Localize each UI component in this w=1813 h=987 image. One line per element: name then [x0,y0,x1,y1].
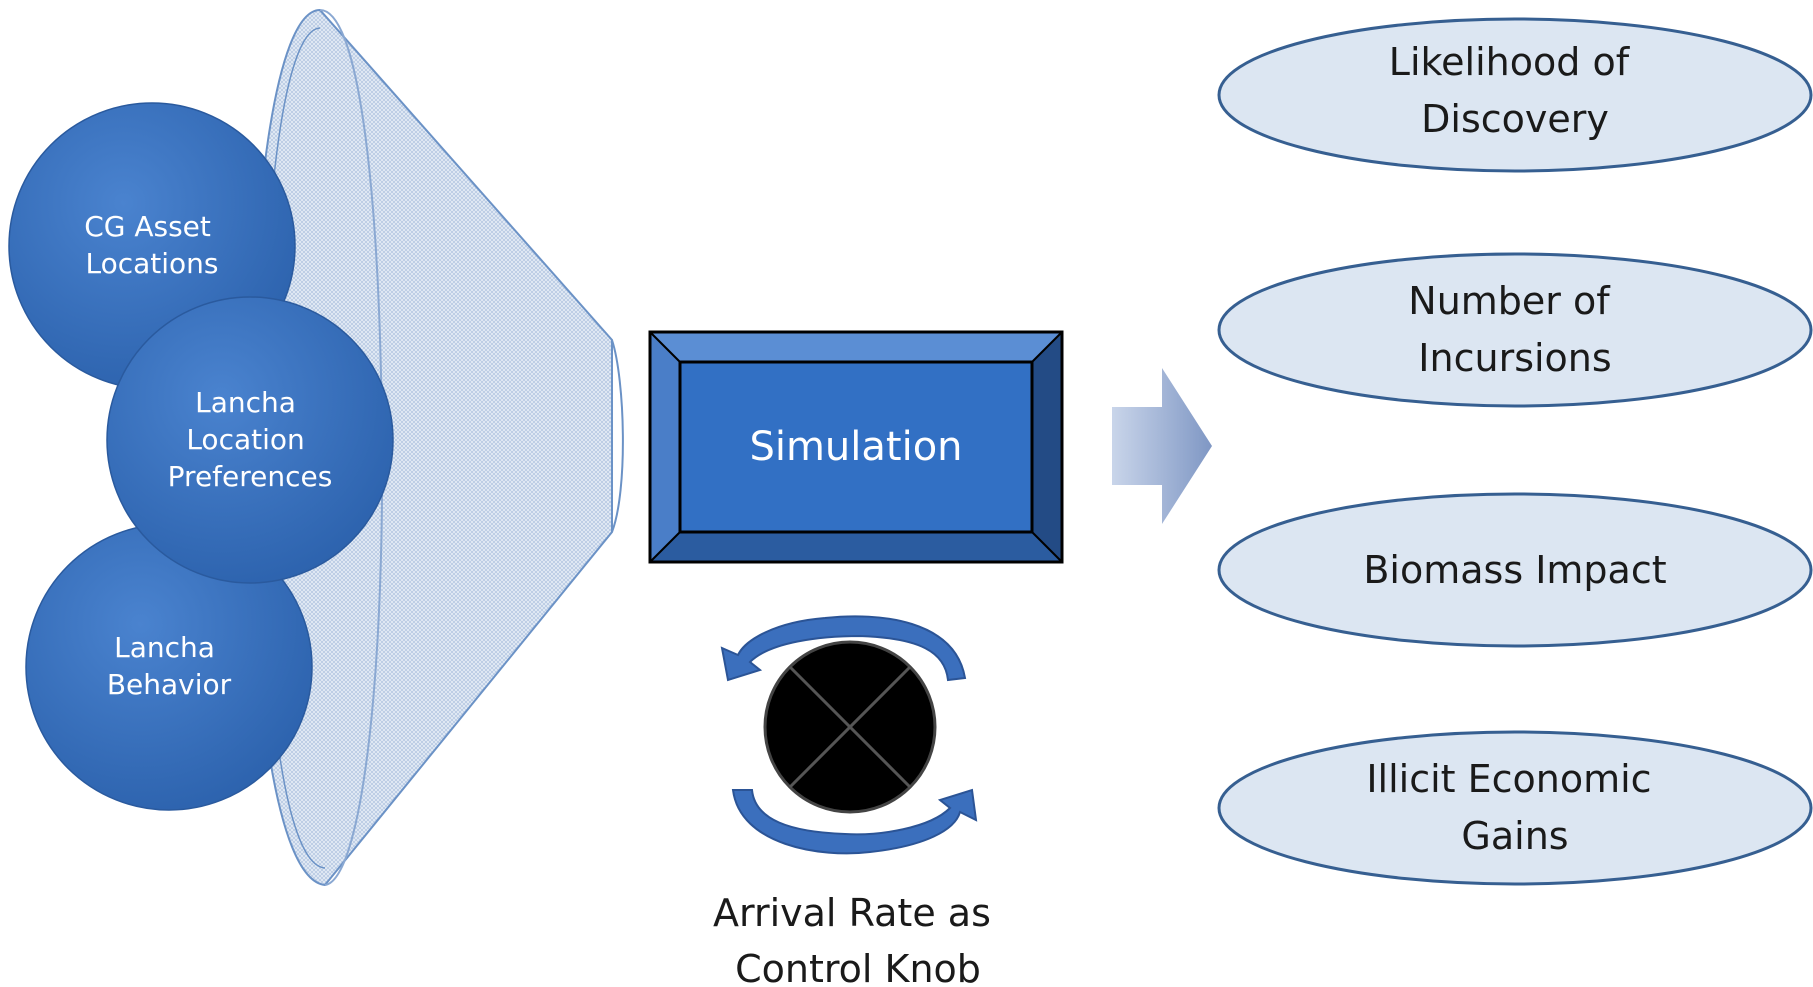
right-arrow-icon [1112,368,1212,524]
output-oval-illicit-economic-gains-label: Illicit Economic Gains [1366,757,1663,858]
input-circle-cg-asset-locations-label: CG Asset Locations [84,210,220,280]
simulation-box: Simulation [648,330,1064,564]
output-oval-likelihood-of-discovery: Likelihood of Discovery [1217,17,1813,173]
simulation-label: Simulation [749,424,962,470]
input-circle-lancha-behavior: Lancha Behavior [25,523,313,811]
input-circle-lancha-behavior-label: Lancha Behavior [107,631,232,701]
output-oval-number-of-incursions-label: Number of Incursions [1408,279,1621,380]
output-oval-illicit-economic-gains: Illicit Economic Gains [1217,730,1813,886]
input-circle-lancha-location-preferences: Lancha Location Preferences [106,296,394,584]
cycle-arrow-bottom-icon [731,788,978,855]
input-circle-lancha-location-preferences-label: Lancha Location Preferences [168,386,333,493]
output-oval-biomass-impact-label: Biomass Impact [1363,548,1666,592]
output-oval-biomass-impact: Biomass Impact [1217,492,1813,648]
cycle-arrow-top-icon [720,615,967,682]
output-oval-likelihood-of-discovery-label: Likelihood of Discovery [1389,40,1641,141]
output-oval-number-of-incursions: Number of Incursions [1217,252,1813,408]
control-knob-label: Arrival Rate as Control Knob [713,891,1003,987]
control-knob-icon [763,640,937,814]
